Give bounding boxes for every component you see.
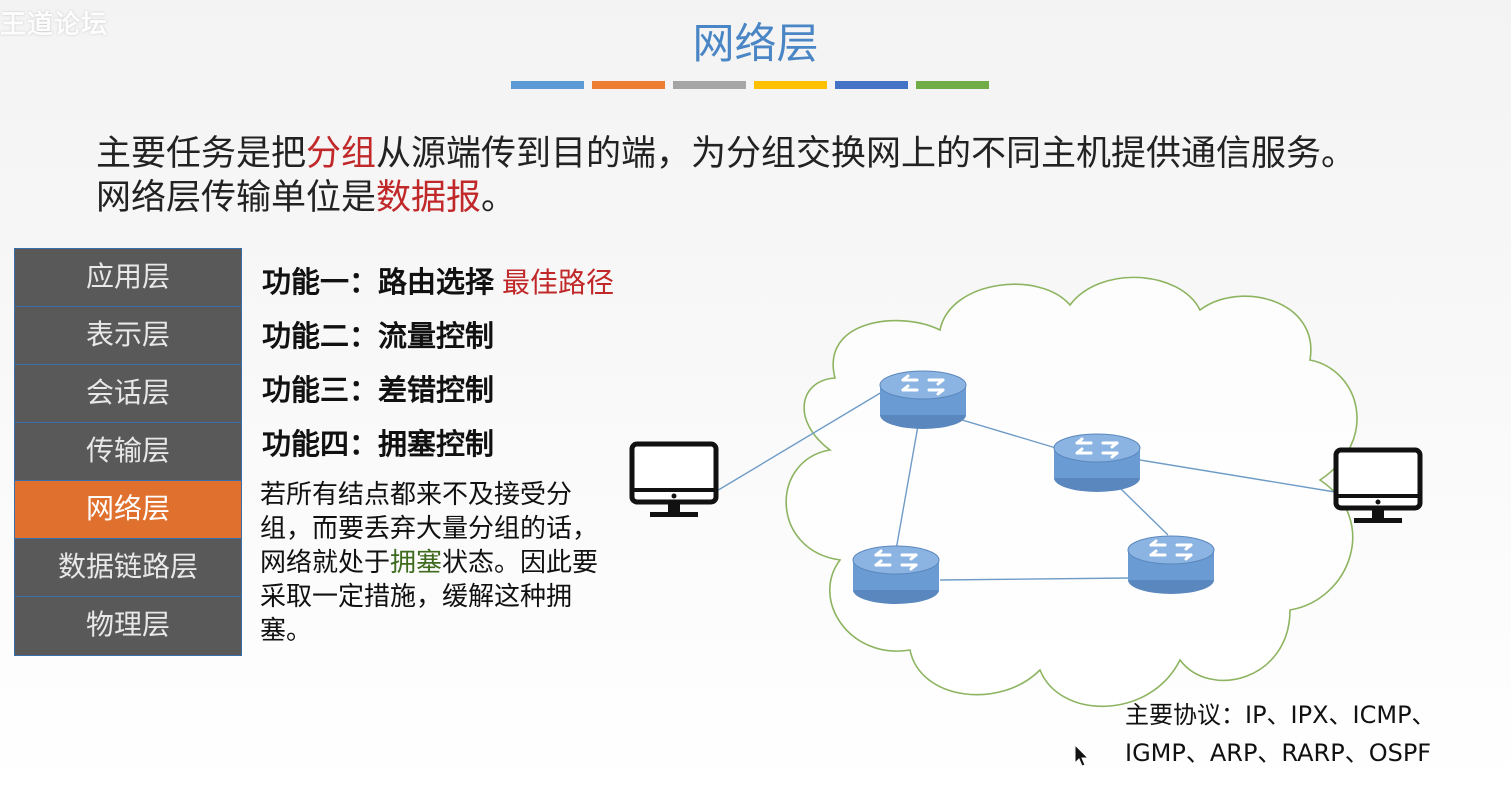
function-note: 最佳路径: [502, 266, 615, 299]
layer-network-active: 网络层: [15, 481, 241, 539]
highlight-packet: 分组: [306, 134, 377, 174]
layer-presentation: 表示层: [15, 307, 241, 365]
congestion-description: 若所有结点都来不及接受分组，而要丢弃大量分组的话，网络就处于拥塞状态。因此要采取…: [260, 478, 610, 648]
text-segment: 网络层传输单位是: [96, 178, 377, 218]
watermark: 王道论坛: [0, 10, 109, 40]
function-list: 功能一：路由选择最佳路径 功能二：流量控制 功能三：差错控制 功能四：拥塞控制: [262, 262, 614, 478]
text-segment: 主要任务是把: [96, 134, 307, 174]
link-right-host: [1139, 459, 1336, 493]
router-icon: [1126, 534, 1216, 596]
link: [939, 577, 1131, 581]
function-flow-control: 功能二：流量控制: [262, 316, 614, 370]
highlight-congestion: 拥塞: [390, 548, 443, 578]
network-diagram: [620, 276, 1440, 708]
layer-session: 会话层: [15, 365, 241, 423]
computer-monitor-icon: [632, 444, 716, 517]
cloud-shape: [785, 276, 1358, 708]
color-bar: [754, 81, 827, 89]
protocol-list: 主要协议：IP、IPX、ICMP、 IGMP、ARP、RARP、OSPF: [1125, 696, 1436, 772]
layer-physical: 物理层: [15, 597, 241, 655]
page-title: 网络层: [692, 19, 819, 68]
router-icon: [851, 544, 941, 606]
router-icon: [1052, 432, 1142, 494]
function-label: 功能二：流量控制: [262, 319, 495, 353]
protocol-line-1: 主要协议：IP、IPX、ICMP、: [1125, 701, 1436, 729]
layer-transport: 传输层: [15, 423, 241, 481]
layer-data-link: 数据链路层: [15, 539, 241, 597]
protocol-line-2: IGMP、ARP、RARP、OSPF: [1125, 739, 1432, 767]
text-segment: 若所有结点都来不及接受分组，而要丢弃大量分组的话，网络就处于: [260, 480, 599, 578]
link: [895, 419, 920, 551]
text-segment: 。: [481, 178, 517, 218]
main-description: 主要任务是把分组从源端传到目的端，为分组交换网上的不同主机提供通信服务。 网络层…: [96, 132, 1356, 220]
function-congestion-control: 功能四：拥塞控制: [262, 424, 614, 478]
color-bar: [916, 81, 989, 89]
osi-layer-stack: 应用层 表示层 会话层 传输层 网络层 数据链路层 物理层: [14, 248, 242, 656]
color-bar: [511, 81, 584, 89]
function-label: 功能三：差错控制: [262, 373, 495, 407]
color-bar: [673, 81, 746, 89]
highlight-datagram: 数据报: [376, 178, 482, 218]
mouse-cursor-icon: [1074, 744, 1090, 767]
color-bar: [592, 81, 665, 89]
function-routing: 功能一：路由选择最佳路径: [262, 262, 614, 316]
layer-application: 应用层: [15, 249, 241, 307]
function-error-control: 功能三：差错控制: [262, 370, 614, 424]
function-label: 功能一：路由选择: [262, 265, 495, 299]
computer-monitor-icon: [1336, 450, 1420, 523]
router-icon: [878, 369, 968, 431]
text-segment: 从源端传到目的端，为分组交换网上的不同主机提供通信服务。: [376, 134, 1357, 174]
title-color-bars: [511, 81, 989, 89]
link: [1119, 487, 1169, 536]
main-text-line-2: 网络层传输单位是数据报。: [96, 176, 1356, 220]
main-text-line-1: 主要任务是把分组从源端传到目的端，为分组交换网上的不同主机提供通信服务。: [96, 132, 1356, 176]
link-left-host: [714, 391, 883, 493]
color-bar: [835, 81, 908, 89]
text-segment: 状态。因此要采取一定措施，缓解这种拥塞。: [260, 548, 599, 646]
function-label: 功能四：拥塞控制: [262, 427, 495, 461]
